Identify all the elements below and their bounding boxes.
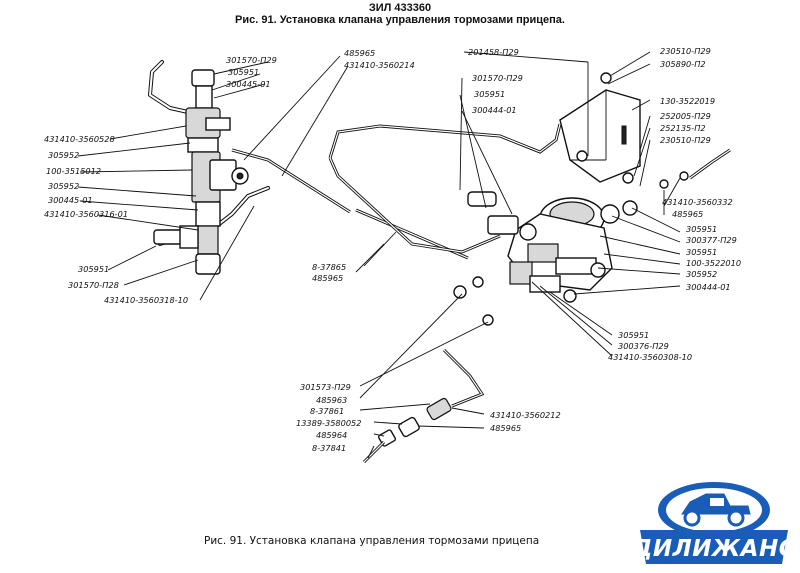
part-label: 431410-3560318-10 (104, 295, 188, 305)
part-label: 485965 (344, 48, 375, 58)
part-label: 8-37865 (312, 262, 346, 272)
part-label: 252135-П2 (660, 123, 706, 133)
part-label: 300444-01 (686, 282, 731, 292)
part-label: 431410-3560316-01 (44, 209, 128, 219)
leader-lines (77, 51, 681, 459)
part-label: 305890-П2 (660, 59, 706, 69)
part-label: 305951 (228, 67, 259, 77)
part-label: 13389-3580052 (296, 418, 361, 428)
car-icon (681, 493, 751, 527)
left-valve-assembly (148, 60, 270, 275)
part-label: 431410-3560308-10 (608, 352, 692, 362)
part-label: 300377-П29 (686, 235, 737, 245)
bottom-fittings (362, 348, 485, 464)
part-label: 100-3515012 (46, 166, 101, 176)
part-label: 305952 (48, 181, 79, 191)
connecting-tubes (231, 123, 731, 260)
part-label: 230510-П29 (660, 135, 711, 145)
part-label: 230510-П29 (660, 46, 711, 56)
part-label: 485963 (316, 395, 347, 405)
part-label: 485965 (312, 273, 343, 283)
part-label: 300376-П29 (618, 341, 669, 351)
part-labels-middle: 201458-П29 301570-П29 305951 300444-01 8… (312, 47, 523, 283)
header-model: ЗИЛ 433360 (368, 2, 432, 14)
part-label: 305952 (48, 150, 79, 160)
control-valve (453, 191, 638, 326)
figure-caption: Рис. 91. Установка клапана управления то… (204, 535, 539, 547)
part-label: 300445-01 (226, 79, 271, 89)
header-title: Рис. 91. Установка клапана управления то… (235, 14, 565, 26)
part-label: 301573-П29 (300, 382, 351, 392)
part-label: 485964 (316, 430, 347, 440)
part-label: 8-37841 (312, 443, 346, 453)
part-label: 100-3522010 (686, 258, 741, 268)
part-label: 301570-П28 (68, 280, 119, 290)
part-label: 431410-3560528 (44, 134, 115, 144)
part-label: 8-37861 (310, 406, 344, 416)
part-label: 431410-3560214 (344, 60, 415, 70)
part-labels-left: 301570-П29 305951 300445-01 485965 43141… (44, 48, 415, 305)
logo-text: ДИЛИЖАНС (632, 536, 796, 562)
part-label: 431410-3560332 (662, 197, 733, 207)
part-labels-right: 230510-П29 305890-П2 130-3522019 252005-… (608, 46, 741, 362)
part-label: 305952 (686, 269, 717, 279)
part-label: 300444-01 (472, 105, 517, 115)
part-label: 305951 (474, 89, 505, 99)
part-label: 431410-3560212 (490, 410, 561, 420)
part-label: 130-3522019 (660, 96, 715, 106)
part-label: 201458-П29 (468, 47, 519, 57)
diligence-logo: ДИЛИЖАНС (632, 482, 796, 564)
part-labels-bottom: 301573-П29 485963 8-37861 13389-3580052 … (296, 382, 561, 453)
part-label: 485965 (672, 209, 703, 219)
part-label: 305951 (618, 330, 649, 340)
part-label: 305951 (686, 247, 717, 257)
part-label: 305951 (686, 224, 717, 234)
part-label: 301570-П29 (226, 55, 277, 65)
part-label: 301570-П29 (472, 73, 523, 83)
part-label: 300445-01 (48, 195, 93, 205)
part-label: 485965 (490, 423, 521, 433)
mounting-bracket (559, 72, 689, 189)
logo-banner (640, 530, 788, 564)
part-label: 305951 (78, 264, 109, 274)
part-label: 252005-П29 (660, 111, 711, 121)
